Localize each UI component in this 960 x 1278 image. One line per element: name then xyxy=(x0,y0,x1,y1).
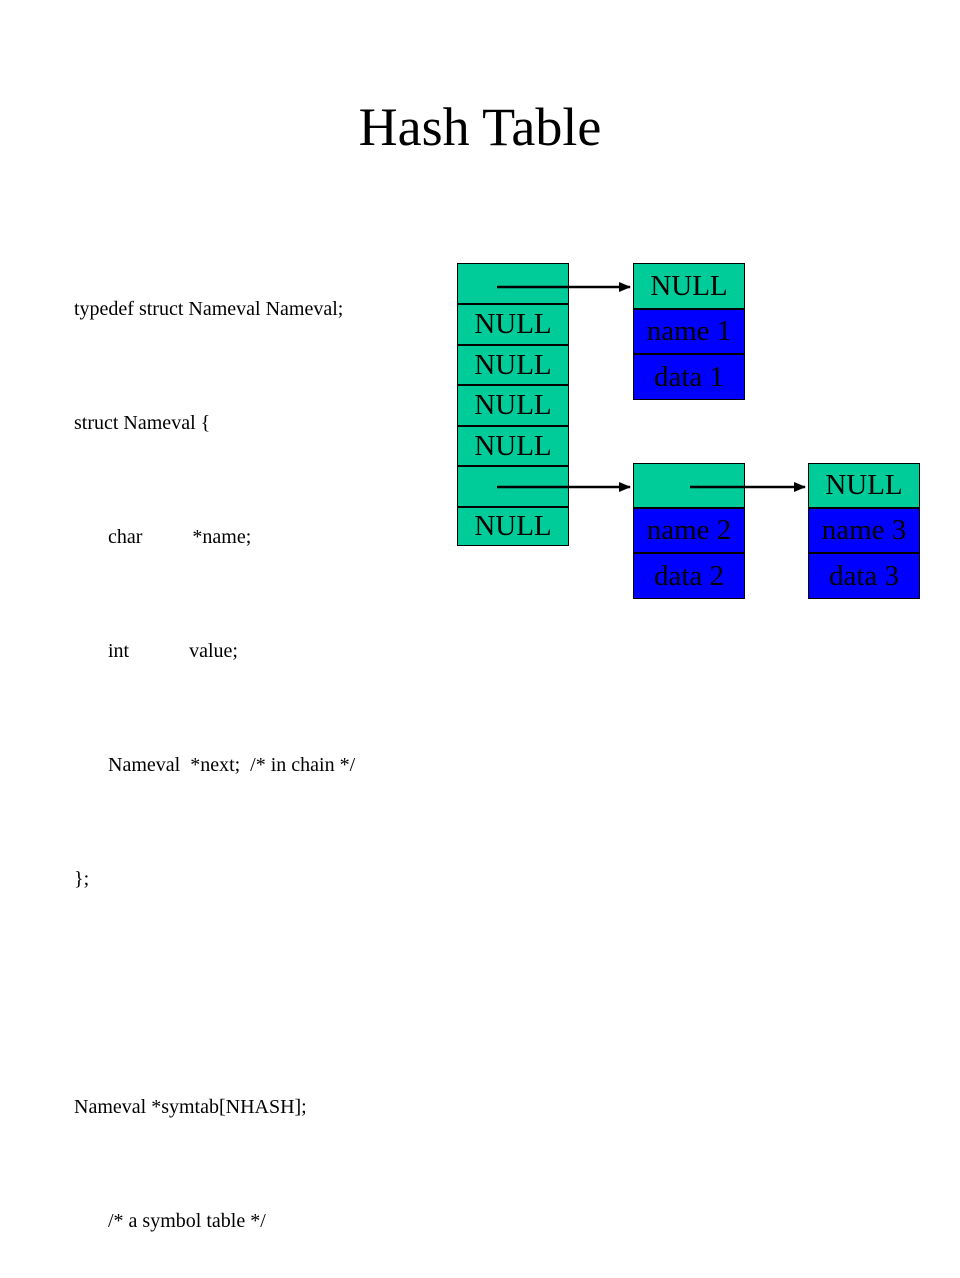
code-line: int value; xyxy=(108,640,238,662)
code-line: Nameval *symtab[NHASH]; xyxy=(74,1096,307,1118)
node1-name-field: name 1 xyxy=(633,309,745,354)
code-line: Nameval *next; /* in chain */ xyxy=(108,754,356,776)
hash-slot-2: NULL xyxy=(457,345,569,385)
node1-data-field: data 1 xyxy=(633,354,745,400)
node3-name-field: name 3 xyxy=(808,508,920,553)
node1-next-field: NULL xyxy=(633,263,745,309)
hash-slot-0 xyxy=(457,263,569,304)
code-line: typedef struct Nameval Nameval; xyxy=(74,298,344,320)
code-line: }; xyxy=(74,868,90,890)
code-line: char *name; xyxy=(108,526,252,548)
code-line: /* a symbol table */ xyxy=(108,1210,266,1232)
node3-data-field: data 3 xyxy=(808,553,920,599)
code-spacer xyxy=(74,974,355,1012)
node2-next-field xyxy=(633,463,745,508)
slide-title: Hash Table xyxy=(358,97,602,157)
hash-slot-4: NULL xyxy=(457,426,569,466)
node3-next-field: NULL xyxy=(808,463,920,508)
node2-data-field: data 2 xyxy=(633,553,745,599)
node2-name-field: name 2 xyxy=(633,508,745,553)
pointer-arrows xyxy=(497,282,806,492)
hash-slot-3: NULL xyxy=(457,385,569,426)
hash-slot-1: NULL xyxy=(457,304,569,345)
code-line: struct Nameval { xyxy=(74,412,211,434)
hash-slot-6: NULL xyxy=(457,507,569,546)
